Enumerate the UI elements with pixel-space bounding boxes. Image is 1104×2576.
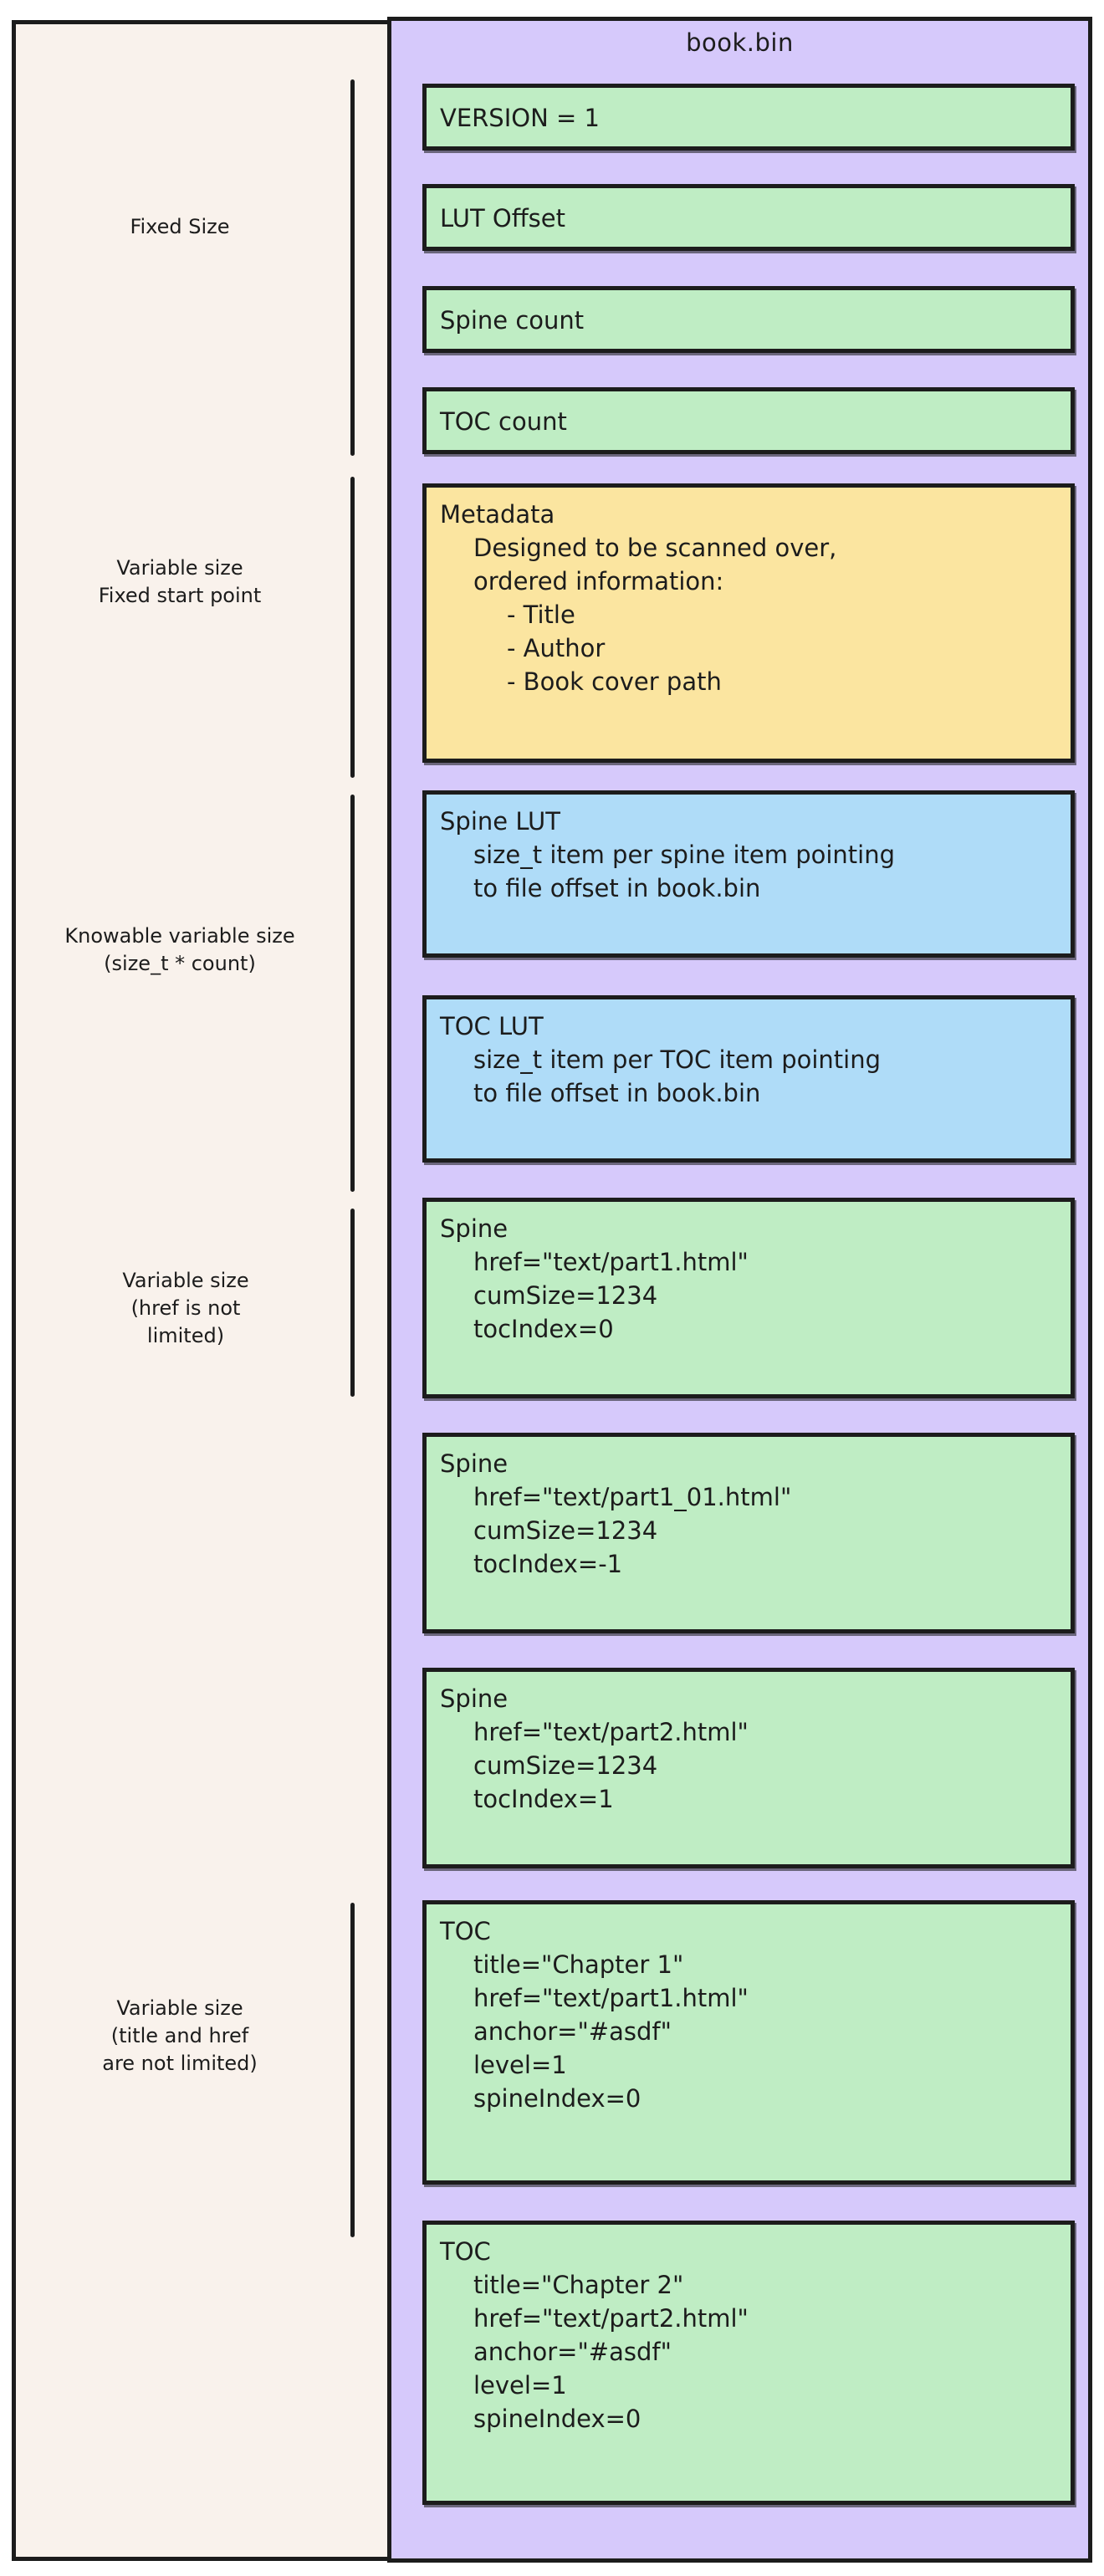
block-spine-3-tocindex: tocIndex=1 [473, 1785, 614, 1813]
block-spine-2-href: href="text/part1_01.html" [473, 1483, 792, 1511]
block-toc-1-level: level=1 [473, 2051, 567, 2079]
block-spine-3-href: href="text/part2.html" [473, 1718, 749, 1746]
block-spine-2-cumsize: cumSize=1234 [473, 1516, 658, 1545]
bracket-knowable-variable [350, 795, 355, 1192]
block-toc-lut-line-2: to file offset in book.bin [473, 1079, 761, 1107]
block-spine-1-href: href="text/part1.html" [473, 1248, 749, 1276]
block-spine-lut-line-1: size_t item per spine item pointing [473, 841, 896, 869]
side-label-knowable-variable: Knowable variable size (size_t * count) [64, 924, 295, 975]
side-label-variable-title-href: Variable size (title and href are not li… [102, 1996, 258, 2075]
block-spine-3-cumsize: cumSize=1234 [473, 1751, 658, 1780]
block-spine-3[interactable]: Spine href="text/part2.html" cumSize=123… [422, 1668, 1075, 1868]
block-spine-1-tocindex: tocIndex=0 [473, 1315, 614, 1343]
block-spine-count[interactable]: Spine count [422, 286, 1075, 353]
page-title: book.bin [686, 28, 794, 57]
block-spine-1-cumsize: cumSize=1234 [473, 1281, 658, 1310]
block-metadata-line-1: Designed to be scanned over, [473, 534, 837, 562]
bracket-variable-title-href [350, 1903, 355, 2237]
block-toc-2-level: level=1 [473, 2371, 567, 2400]
block-toc-count-label: TOC count [440, 407, 567, 436]
block-metadata[interactable]: Metadata Designed to be scanned over, or… [422, 483, 1075, 763]
block-spine-lut[interactable]: Spine LUT size_t item per spine item poi… [422, 790, 1075, 958]
block-toc-lut-line-1: size_t item per TOC item pointing [473, 1045, 881, 1074]
block-metadata-item-author: - Author [507, 634, 606, 662]
block-spine-lut-line-2: to file offset in book.bin [473, 874, 761, 902]
block-metadata-line-2: ordered information: [473, 567, 724, 595]
block-metadata-title: Metadata [440, 500, 555, 529]
block-toc-1-anchor: anchor="#asdf" [473, 2017, 672, 2046]
side-label-variable-fixed-start: Variable size Fixed start point [98, 556, 262, 607]
block-toc-lut[interactable]: TOC LUT size_t item per TOC item pointin… [422, 995, 1075, 1163]
block-toc-1[interactable]: TOC title="Chapter 1" href="text/part1.h… [422, 1900, 1075, 2185]
block-toc-2-title: TOC [440, 2237, 491, 2266]
block-toc-1-title-attr: title="Chapter 1" [473, 1950, 684, 1979]
block-spine-2[interactable]: Spine href="text/part1_01.html" cumSize=… [422, 1433, 1075, 1633]
block-spine-3-title: Spine [440, 1684, 509, 1713]
block-toc-2[interactable]: TOC title="Chapter 2" href="text/part2.h… [422, 2221, 1075, 2505]
block-toc-2-spineindex: spineIndex=0 [473, 2405, 641, 2433]
block-spine-1[interactable]: Spine href="text/part1.html" cumSize=123… [422, 1198, 1075, 1398]
block-spine-2-title: Spine [440, 1449, 509, 1478]
block-spine-1-title: Spine [440, 1214, 509, 1243]
block-toc-1-title: TOC [440, 1917, 491, 1945]
block-metadata-item-cover: - Book cover path [507, 667, 722, 696]
bracket-variable-href [350, 1209, 355, 1397]
bracket-variable-fixed-start [350, 477, 355, 778]
block-metadata-item-title: - Title [507, 601, 575, 629]
block-toc-count[interactable]: TOC count [422, 387, 1075, 454]
block-toc-2-href: href="text/part2.html" [473, 2304, 749, 2333]
block-toc-2-title-attr: title="Chapter 2" [473, 2271, 684, 2299]
block-spine-lut-title: Spine LUT [440, 807, 560, 836]
block-version-label: VERSION = 1 [440, 104, 600, 132]
block-spine-count-label: Spine count [440, 306, 585, 335]
block-version[interactable]: VERSION = 1 [422, 84, 1075, 151]
block-lut-offset-label: LUT Offset [440, 204, 565, 233]
bracket-fixed-size [350, 79, 355, 456]
block-toc-1-href: href="text/part1.html" [473, 1984, 749, 2012]
block-toc-2-anchor: anchor="#asdf" [473, 2338, 672, 2366]
side-label-variable-href: Variable size (href is not limited) [122, 1269, 249, 1347]
block-toc-lut-title: TOC LUT [440, 1012, 544, 1040]
left-annotation-panel [12, 20, 390, 2561]
block-spine-2-tocindex: tocIndex=-1 [473, 1550, 623, 1578]
block-lut-offset[interactable]: LUT Offset [422, 184, 1075, 251]
block-toc-1-spineindex: spineIndex=0 [473, 2084, 641, 2113]
side-label-fixed-size: Fixed Size [130, 215, 230, 238]
